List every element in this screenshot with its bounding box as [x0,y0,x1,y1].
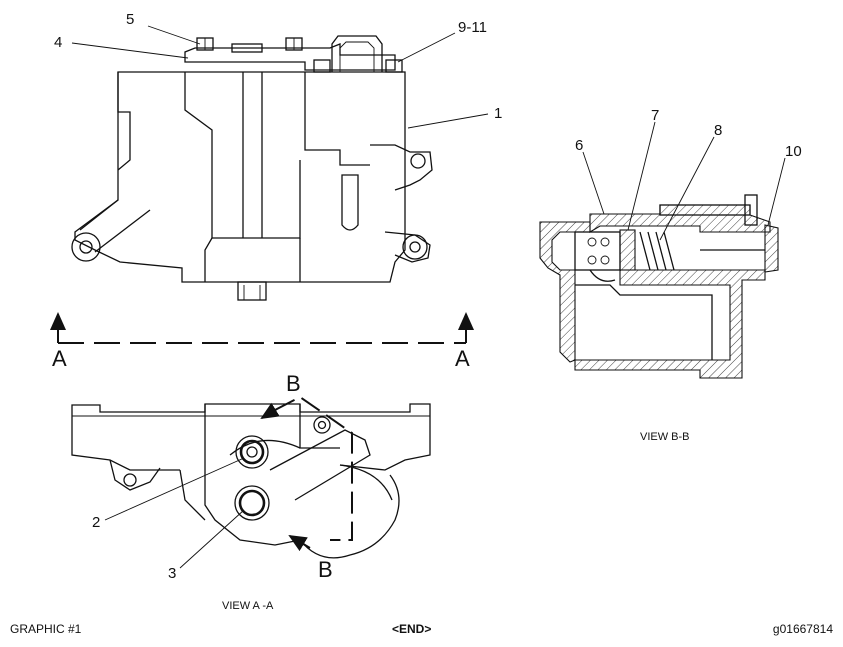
leader-3 [179,509,245,569]
caption-view-bb: VIEW B-B [640,431,690,443]
leader-8 [659,136,715,241]
caption-view-aa: VIEW A -A [222,600,274,612]
callout-1: 1 [494,105,502,122]
callout-7: 7 [651,107,659,124]
leader-2 [104,457,245,521]
section-letter-a-right: A [455,346,470,371]
callout-6: 6 [575,137,583,154]
footer-graphic-label: GRAPHIC #1 [10,622,82,636]
leader-7 [627,121,656,231]
callout-2: 2 [92,514,100,531]
leader-6 [582,151,605,215]
footer-end-marker: <END> [392,622,432,636]
view-aa-drawing [71,403,431,559]
leader-10 [767,157,786,226]
main-housing-view [71,35,433,301]
footer-graphic-id: g01667814 [772,622,833,636]
section-letter-a-left: A [52,346,67,371]
callout-10: 10 [785,143,802,160]
view-bb-section [539,194,779,379]
callout-9-11: 9-11 [458,19,487,36]
section-line-bb [260,395,353,552]
callout-8: 8 [714,122,722,139]
callout-5: 5 [126,11,134,28]
main-view-leaders [71,25,489,129]
section-letter-b-bottom: B [318,557,333,582]
callout-3: 3 [168,565,176,582]
section-line-aa [50,312,474,344]
callout-4: 4 [54,34,62,51]
section-letter-b-top: B [286,371,301,396]
